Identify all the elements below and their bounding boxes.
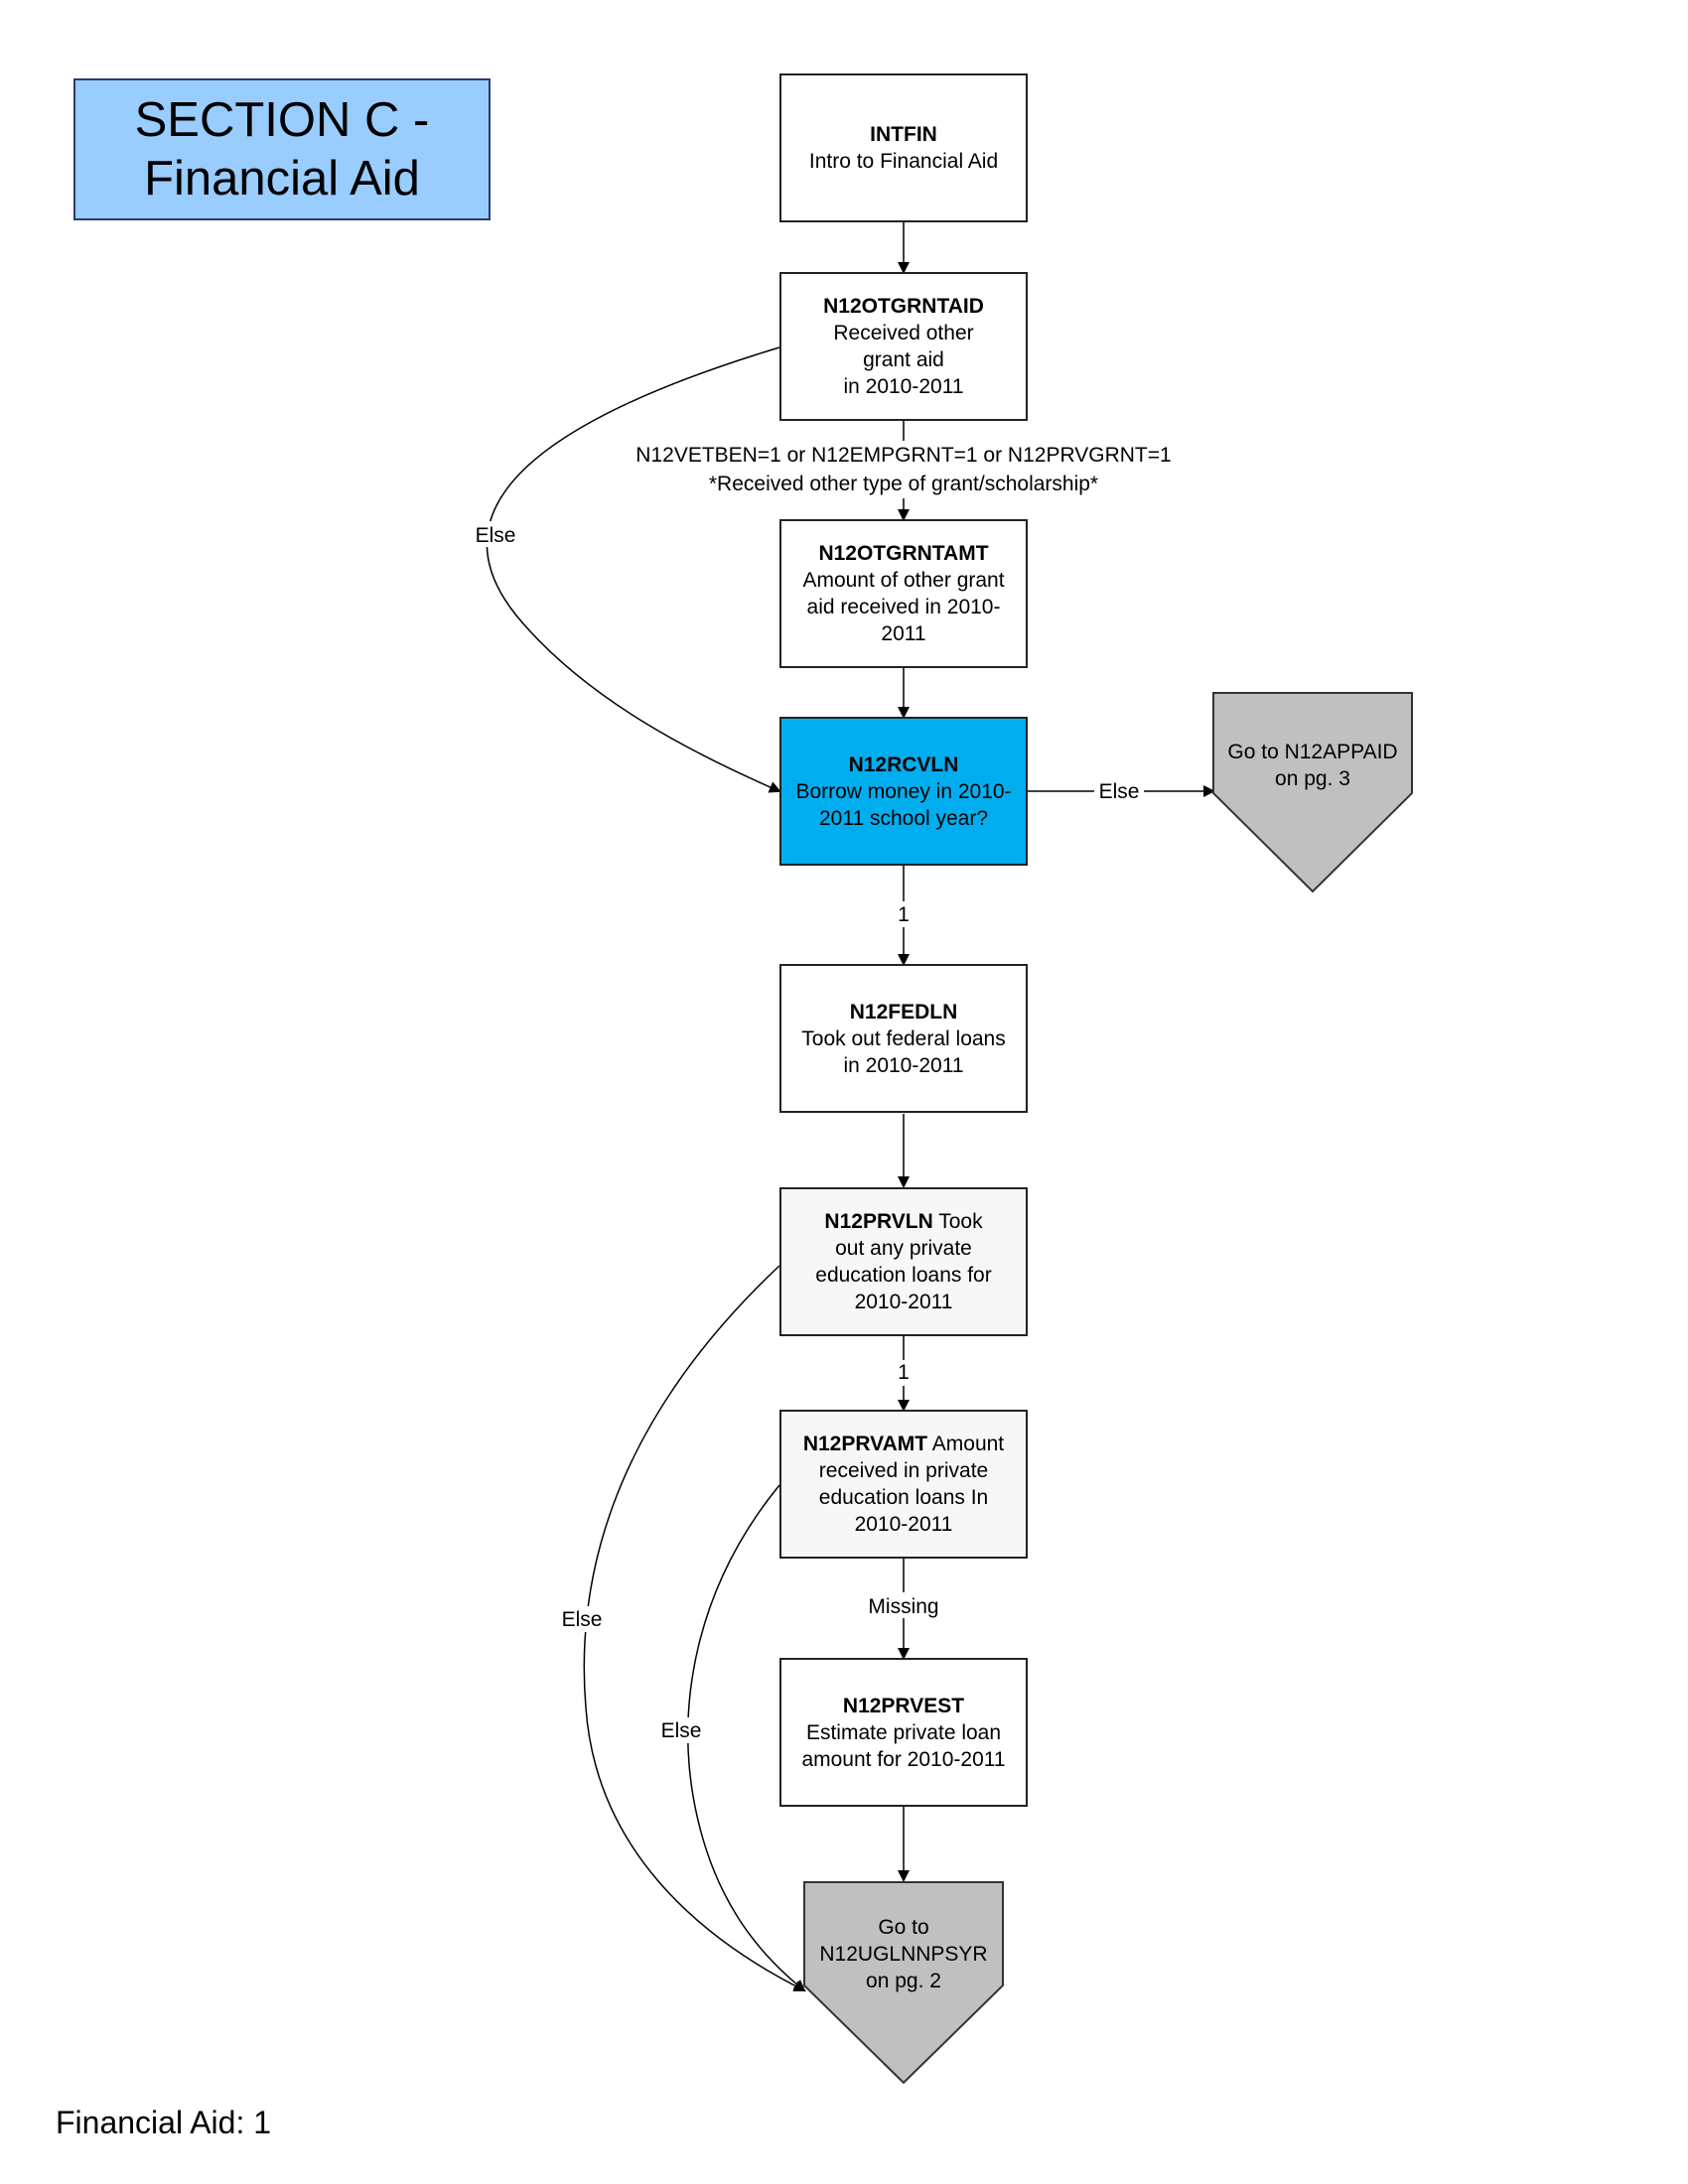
node-rcvln-desc-1: Borrow money in 2010- <box>795 779 1012 803</box>
goto-appaid-line2: on pg. 3 <box>1275 767 1350 790</box>
page-footer: Financial Aid: 1 <box>56 2105 272 2140</box>
goto-appaid-shape <box>1212 692 1413 893</box>
section-title-line1: SECTION C - <box>134 92 430 147</box>
node-otgrntamt-desc-3: 2011 <box>881 622 926 645</box>
edge-label-one-prvln: 1 <box>898 1361 910 1384</box>
edge-label-condition-1: N12VETBEN=1 or N12EMPGRNT=1 or N12PRVGRN… <box>635 444 1171 467</box>
node-prvamt-code: N12PRVAMT <box>802 1433 928 1455</box>
node-prvln-desc-2: education loans for <box>815 1264 992 1287</box>
arrow-otgrntaid-else-rcvln <box>486 346 781 793</box>
node-prvamt: N12PRVAMT Amount received in private edu… <box>779 1410 1028 1559</box>
node-prvln-desc-1: out any private <box>835 1237 972 1260</box>
goto-uglnnpsyr-shape <box>803 1881 1004 2085</box>
section-title-line2: Financial Aid <box>144 151 420 205</box>
edge-label-else-grant: Else <box>476 524 516 547</box>
node-otgrntamt-desc-1: Amount of other grant <box>802 569 1005 592</box>
node-rcvln: N12RCVLN Borrow money in 2010- 2011 scho… <box>779 717 1028 866</box>
node-prvamt-code-suffix: Amount <box>927 1433 1005 1455</box>
arrow-prvln-else-goto <box>583 1265 806 1991</box>
edge-label-condition-2: *Received other type of grant/scholarshi… <box>709 473 1098 495</box>
node-otgrntaid-code: N12OTGRNTAID <box>823 295 984 318</box>
node-prvamt-first-line: N12PRVAMT Amount <box>803 1431 1004 1457</box>
node-prvln-first-line: N12PRVLN Took <box>824 1208 982 1235</box>
node-fedln-code: N12FEDLN <box>849 1000 958 1024</box>
node-prvln-code: N12PRVLN <box>824 1210 933 1233</box>
arrow-prvamt-else-goto <box>687 1484 806 1992</box>
node-prvamt-desc-1: received in private <box>818 1459 989 1482</box>
node-prvest-desc-2: amount for 2010-2011 <box>801 1747 1006 1771</box>
node-prvln: N12PRVLN Took out any private education … <box>779 1187 1028 1336</box>
node-prvln-desc-3: 2010-2011 <box>854 1291 953 1313</box>
node-prvest-code: N12PRVEST <box>842 1694 965 1717</box>
node-otgrntaid: N12OTGRNTAID Received other grant aid in… <box>779 272 1028 421</box>
node-otgrntaid-desc-1: Received other <box>833 322 974 344</box>
edge-label-else-prvamt: Else <box>661 1719 702 1742</box>
node-otgrntaid-desc-2: grant aid <box>863 348 944 371</box>
node-fedln: N12FEDLN Took out federal loans in 2010-… <box>779 964 1028 1113</box>
node-fedln-desc-2: in 2010-2011 <box>843 1053 964 1077</box>
node-intfin-code: INTFIN <box>870 123 937 146</box>
node-intfin: INTFIN Intro to Financial Aid <box>779 73 1028 222</box>
node-otgrntaid-desc-3: in 2010-2011 <box>843 375 964 398</box>
goto-uglnnpsyr-line2: N12UGLNNPSYR <box>819 1943 987 1966</box>
node-rcvln-code: N12RCVLN <box>848 752 959 776</box>
section-title: SECTION C - Financial Aid <box>73 78 491 220</box>
node-prvest-desc-1: Estimate private loan <box>805 1720 1002 1744</box>
edge-label-else-prvln: Else <box>562 1608 603 1631</box>
node-prvln-code-suffix: Took <box>932 1210 983 1233</box>
node-otgrntamt-code: N12OTGRNTAMT <box>818 542 989 565</box>
node-otgrntamt-desc-2: aid received in 2010- <box>806 596 1001 618</box>
node-rcvln-desc-2: 2011 school year? <box>818 806 989 830</box>
goto-uglnnpsyr-line3: on pg. 2 <box>866 1970 941 1992</box>
node-fedln-desc-1: Took out federal loans <box>801 1026 1006 1050</box>
node-prvamt-desc-3: 2010-2011 <box>854 1513 953 1536</box>
goto-uglnnpsyr-line1: Go to <box>878 1916 928 1939</box>
node-prvest: N12PRVEST Estimate private loan amount f… <box>779 1658 1028 1807</box>
goto-appaid-line1: Go to N12APPAID <box>1227 741 1397 763</box>
edge-label-else-rcvln: Else <box>1099 780 1140 803</box>
node-prvamt-desc-2: education loans In <box>818 1486 989 1509</box>
edge-label-missing: Missing <box>868 1595 938 1618</box>
edge-label-one-rcvln: 1 <box>898 903 910 926</box>
node-intfin-desc: Intro to Financial Aid <box>808 150 999 173</box>
node-otgrntamt: N12OTGRNTAMT Amount of other grant aid r… <box>779 519 1028 668</box>
